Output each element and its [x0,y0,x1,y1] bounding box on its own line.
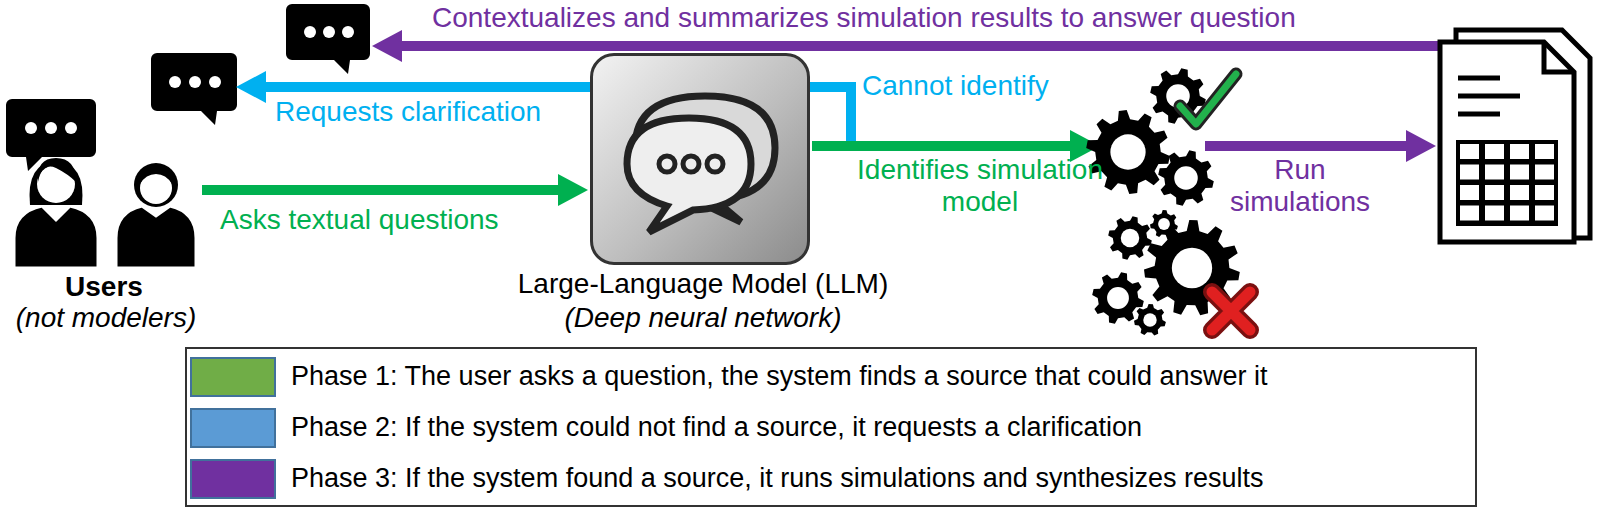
dot [683,156,699,172]
arrow-label: Run simulations [1220,154,1380,218]
users-icon [14,158,196,268]
speech-bubble [151,53,237,125]
node-subtitle: (Deep neural network) [564,302,841,334]
table-cell [1535,185,1554,200]
document-icon [1440,30,1590,242]
table-cell [1460,206,1479,221]
connector-line [202,185,562,195]
table-cell [1510,165,1529,180]
gear-hole [1158,218,1170,230]
arrow-label: Contextualizes and summarizes simulation… [432,2,1296,34]
dot [707,156,723,172]
gear-hole [1172,248,1212,288]
node-title: Users [65,271,143,303]
bubble-outline [627,118,751,232]
gear [1134,304,1166,335]
table-cell [1485,144,1504,159]
connector-arrow [202,174,588,206]
arrow-label: Cannot identify [860,70,1051,102]
llm-illustration [593,56,807,262]
gear-hole [1143,313,1156,326]
table-cell [1460,185,1479,200]
gear-hole [1110,134,1145,169]
node-title: Large-Language Model (LLM) [518,268,888,300]
table-cell [1535,206,1554,221]
table-cell [1535,165,1554,180]
users-node: Users(not modelers) [10,143,200,271]
node-subtitle: (not modelers) [16,302,197,334]
check-mark [1180,74,1236,124]
gear [1092,272,1144,324]
table-cell [1485,185,1504,200]
results-arrow [372,30,1452,62]
table-cell [1510,144,1529,159]
speech-bubble [286,4,370,74]
table-cell [1485,206,1504,221]
llm-box: Large-Language Model (LLM)(Deep neural n… [590,53,810,265]
legend-box: Phase 1: The user asks a question, the s… [185,347,1477,507]
table-cell [1460,165,1479,180]
table-cell [1460,144,1479,159]
gear [1150,210,1178,237]
table-cell [1535,144,1554,159]
legend-swatch [190,408,276,448]
table-cell [1510,206,1529,221]
gear-hole [1121,229,1139,247]
legend-swatch [190,459,276,499]
table-cell [1485,165,1504,180]
gear-hole [1107,287,1129,309]
cross-mark [1212,292,1250,330]
gear-hole [1174,166,1198,190]
table-cell [1510,185,1529,200]
legend-swatch [190,357,276,397]
gear [1158,150,1214,206]
legend-text: Phase 2: If the system could not find a … [291,412,1142,443]
dot [659,156,675,172]
arrow-label: Requests clarification [275,96,541,128]
gear [1108,216,1152,260]
legend-text: Phase 1: The user asks a question, the s… [291,361,1268,392]
arrowhead [558,174,588,206]
edge-label: Asks textual questions [220,204,499,236]
legend-text: Phase 3: If the system found a source, i… [291,463,1263,494]
arrow-label: Identifies simulation model [850,154,1110,218]
